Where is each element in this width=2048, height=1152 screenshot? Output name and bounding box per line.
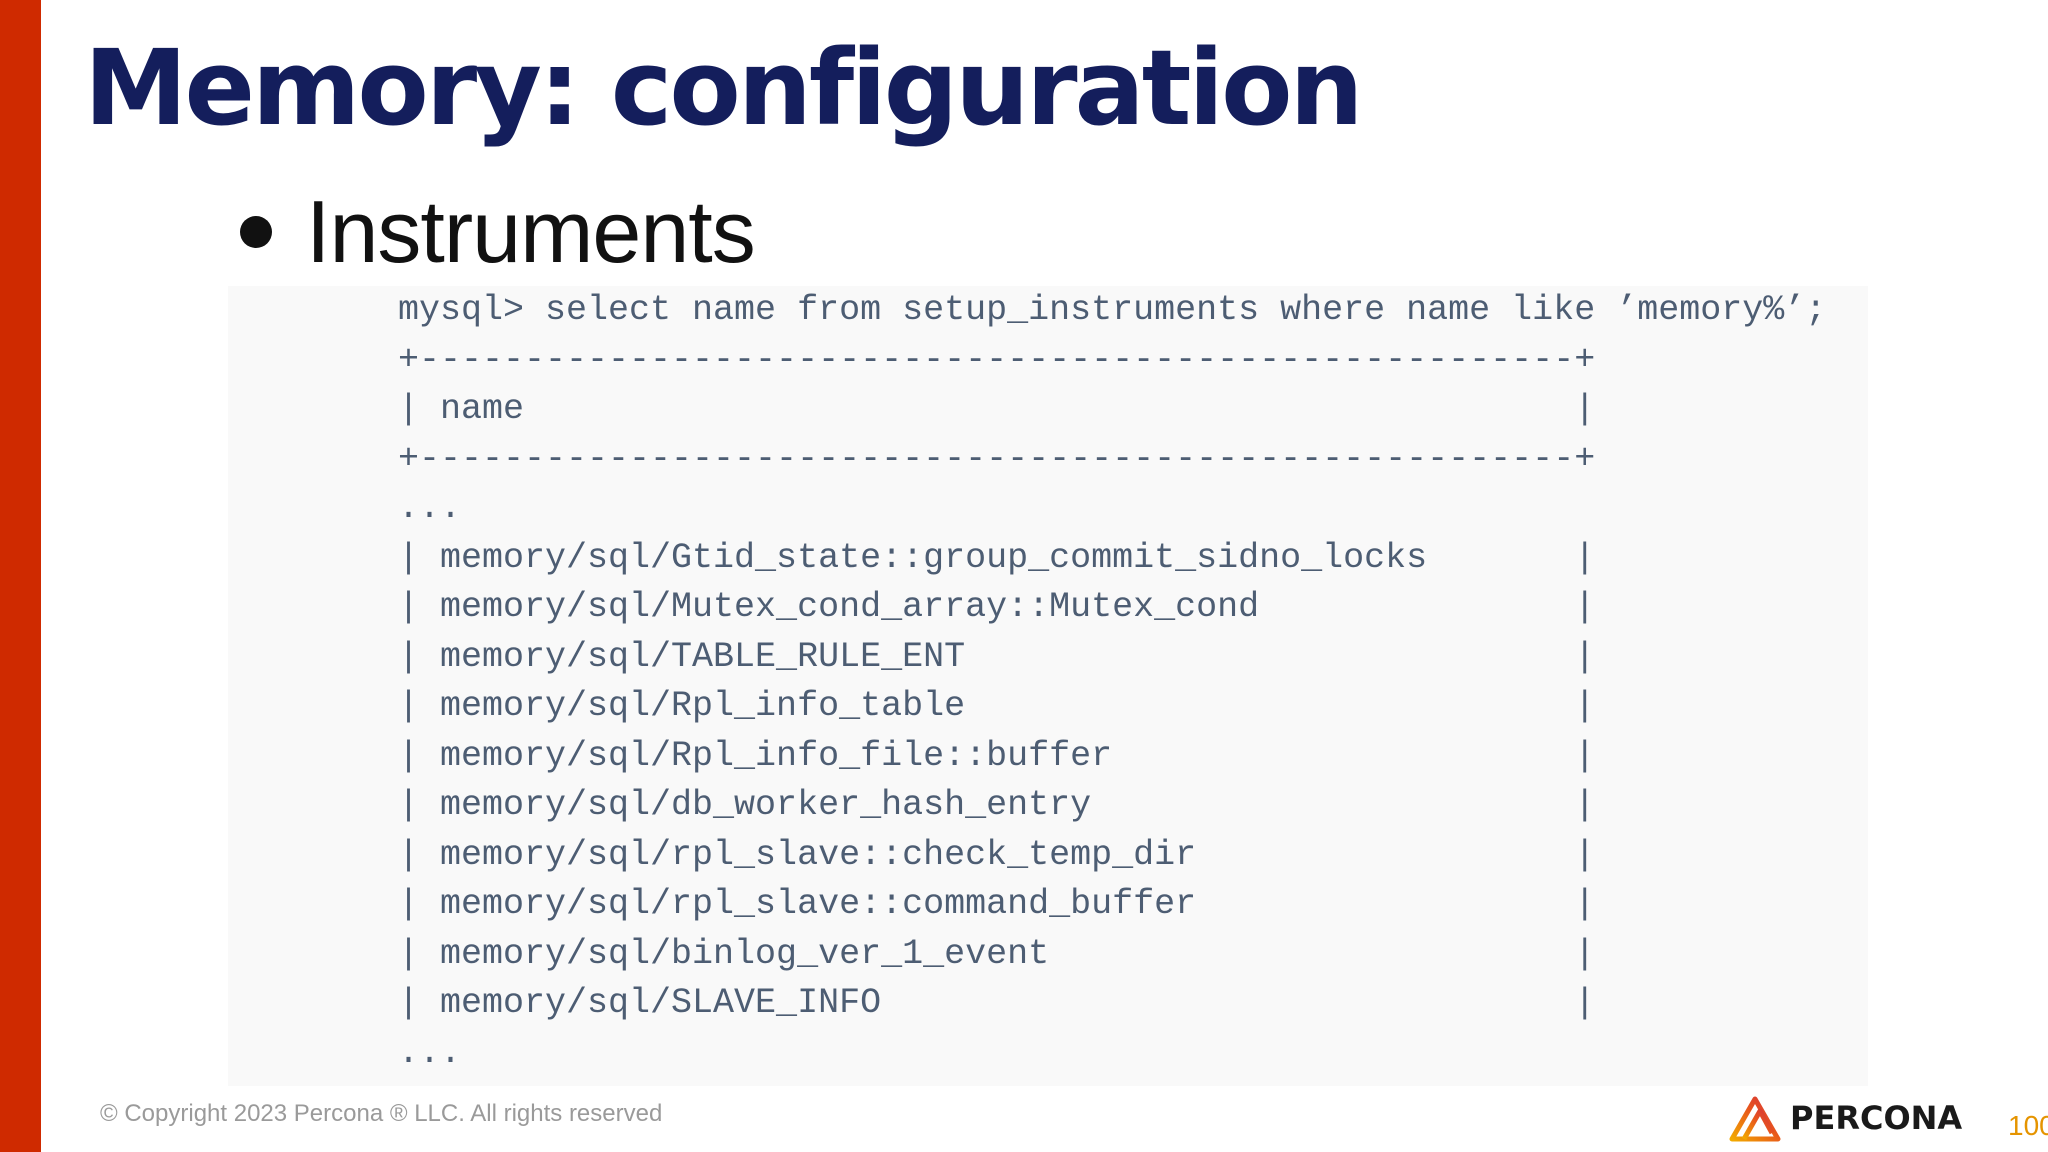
logo-wordmark: PERCONA (1790, 1099, 1963, 1137)
code-line-row: | memory/sql/binlog_ver_1_event | (398, 933, 1596, 974)
code-line-query: mysql> select name from setup_instrument… (398, 290, 1827, 330)
page-number: 100 (2008, 1110, 2048, 1141)
code-line-row: | memory/sql/Mutex_cond_array::Mutex_con… (398, 587, 1596, 627)
code-line-row: | memory/sql/db_worker_hash_entry | (398, 785, 1596, 825)
percona-logo-icon (1729, 1096, 1781, 1142)
bullet-item: Instruments (240, 182, 756, 282)
code-line-row: | memory/sql/Rpl_info_file::buffer | (398, 735, 1596, 776)
code-panel (228, 286, 1868, 1086)
code-line-border-top: +---------------------------------------… (398, 339, 1596, 380)
percona-logo: PERCONA (1728, 1090, 1962, 1146)
code-line-row: | memory/sql/Rpl_info_table | (398, 686, 1596, 726)
bullet-dot-icon (240, 216, 272, 248)
code-line-row: | memory/sql/rpl_slave::check_temp_dir | (398, 834, 1596, 875)
bullet-text: Instruments (306, 182, 756, 281)
code-line-ellipsis: ... (398, 488, 462, 528)
code-line-row: | memory/sql/SLAVE_INFO | (398, 983, 1596, 1023)
code-line-header: | name | (398, 389, 1596, 429)
code-line-ellipsis: ... (398, 1032, 462, 1073)
copyright-footer: © Copyright 2023 Percona ® LLC. All righ… (100, 1100, 663, 1127)
accent-side-bar (0, 0, 41, 1152)
code-line-row: | memory/sql/rpl_slave::command_buffer | (398, 884, 1596, 924)
slide-title: Memory: configuration (84, 27, 1364, 149)
code-line-border-mid: +---------------------------------------… (398, 438, 1596, 479)
code-line-row: | memory/sql/TABLE_RULE_ENT | (398, 636, 1596, 677)
code-line-row: | memory/sql/Gtid_state::group_commit_si… (398, 537, 1596, 578)
code-block: mysql> select name from setup_instrument… (398, 286, 1826, 1078)
